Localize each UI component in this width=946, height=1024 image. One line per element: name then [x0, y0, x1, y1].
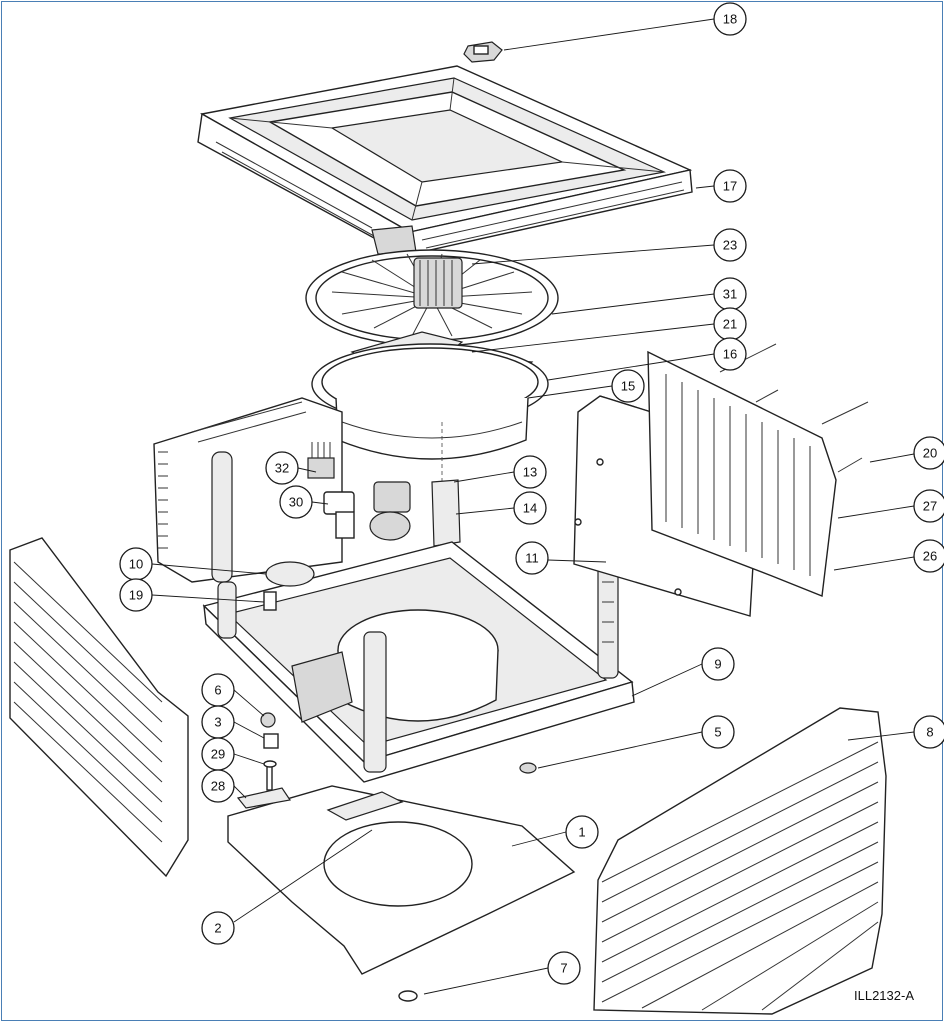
part-base-stand: [227, 785, 576, 975]
callout-label: 2: [214, 921, 221, 936]
callout-label: 11: [525, 551, 539, 566]
callout-14: 14: [513, 491, 547, 525]
callout-label: 14: [523, 501, 537, 516]
part-motor: [369, 481, 411, 541]
part-valve: [263, 733, 279, 749]
callout-label: 28: [211, 779, 225, 794]
callout-16: 16: [713, 337, 747, 371]
part-right-panel-frame: [647, 350, 837, 597]
callout-label: 3: [214, 715, 221, 730]
part-fan-shroud: [311, 343, 549, 562]
callout-label: 13: [523, 465, 537, 480]
callout-8: 8: [913, 715, 944, 749]
callout-20: 20: [913, 436, 944, 470]
callout-label: 16: [723, 347, 737, 362]
callout-18: 18: [713, 2, 747, 36]
part-float-arm: [263, 591, 277, 611]
callout-10: 10: [119, 547, 153, 581]
part-motor-bracket: [431, 479, 461, 547]
callout-30: 30: [279, 485, 313, 519]
callout-label: 18: [723, 12, 737, 27]
part-right-louvre-panel: [593, 707, 887, 1015]
callout-label: 32: [275, 461, 289, 476]
callout-label: 31: [723, 287, 737, 302]
callout-label: 27: [923, 499, 937, 514]
callout-label: 17: [723, 179, 737, 194]
callout-3: 3: [201, 705, 235, 739]
callout-19: 19: [119, 578, 153, 612]
callout-label: 15: [621, 379, 635, 394]
callout-31: 31: [713, 277, 747, 311]
callout-label: 29: [211, 747, 225, 762]
callout-29: 29: [201, 737, 235, 771]
drawing-code: ILL2132-A: [854, 988, 914, 1003]
part-grommet: [519, 762, 537, 774]
part-pump: [323, 491, 355, 539]
part-column-front: [363, 631, 387, 773]
callout-label: 10: [129, 557, 143, 572]
callout-7: 7: [547, 951, 581, 985]
callout-26: 26: [913, 539, 944, 573]
callout-label: 1: [578, 825, 585, 840]
callout-32: 32: [265, 451, 299, 485]
callout-label: 20: [923, 446, 937, 461]
part-float: [265, 561, 315, 587]
callout-label: 19: [129, 588, 143, 603]
callout-label: 6: [214, 683, 221, 698]
callout-label: 23: [723, 238, 737, 253]
part-connector-block: [307, 442, 335, 479]
part-top-lid: [197, 65, 693, 255]
callout-17: 17: [713, 169, 747, 203]
part-left-louvre-panel: [9, 537, 189, 878]
callout-28: 28: [201, 769, 235, 803]
callout-label: 21: [723, 317, 737, 332]
part-drain-plug: [398, 990, 418, 1002]
part-screws: [719, 343, 869, 473]
callout-label: 9: [714, 657, 721, 672]
callout-1: 1: [565, 815, 599, 849]
callout-label: 26: [923, 549, 937, 564]
part-top-cap: [463, 41, 503, 63]
callout-label: 7: [560, 961, 567, 976]
callout-6: 6: [201, 673, 235, 707]
part-pin: [263, 760, 277, 791]
callout-label: 30: [289, 495, 303, 510]
part-clip: [236, 787, 292, 809]
part-back-left-frame: [153, 397, 343, 583]
part-column-left: [217, 581, 237, 639]
callout-15: 15: [611, 369, 645, 403]
callout-label: 8: [926, 725, 933, 740]
callout-23: 23: [713, 228, 747, 262]
callout-9: 9: [701, 647, 735, 681]
callout-13: 13: [513, 455, 547, 489]
callout-11: 11: [515, 541, 549, 575]
callout-27: 27: [913, 489, 944, 523]
part-base-tray: [202, 541, 635, 783]
callout-21: 21: [713, 307, 747, 341]
callout-2: 2: [201, 911, 235, 945]
callout-label: 5: [714, 725, 721, 740]
part-valve-nut: [260, 712, 276, 728]
callout-5: 5: [701, 715, 735, 749]
leader-lines: [151, 18, 915, 995]
part-fan-guard: [305, 249, 559, 347]
